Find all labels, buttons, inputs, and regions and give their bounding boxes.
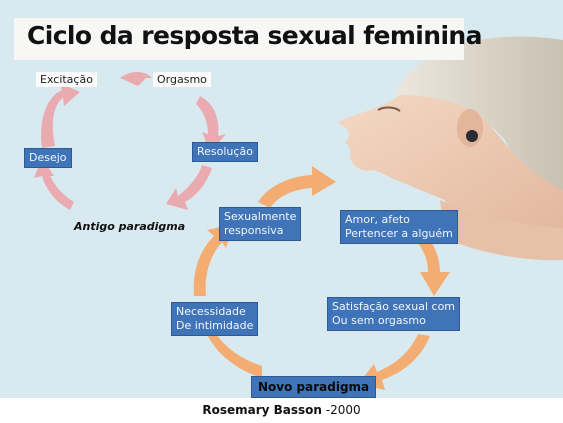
label-amor-line1: Amor, afeto [345, 213, 410, 226]
eye-line [377, 106, 401, 112]
label-satisfacao-line1: Satisfação sexual com [332, 300, 456, 313]
label-novo-paradigma: Novo paradigma [251, 376, 377, 398]
label-sexualmente-line2: responsiva [224, 224, 284, 237]
label-desejo: Desejo [24, 148, 72, 168]
arrow-intimidade-to-sexualmente [193, 224, 234, 296]
label-sexualmente-line1: Sexualmente [224, 210, 297, 223]
footer-strip [0, 398, 563, 423]
label-intimidade-line1: Necessidade [176, 305, 246, 318]
label-satisfacao: Satisfação sexual com Ou sem orgasmo [327, 297, 461, 331]
label-orgasmo: Orgasmo [153, 72, 211, 87]
neck-shape [440, 200, 563, 261]
hair-shape [395, 36, 563, 200]
arrow-resolucao-to-antigo [166, 165, 212, 210]
arrow-amor-to-satisfacao [394, 214, 450, 296]
label-intimidade-line2: De intimidade [176, 319, 254, 332]
earring-icon [466, 130, 478, 142]
arrow-desejo-to-excitacao [41, 82, 80, 148]
new-cycle-arrows [193, 166, 450, 390]
label-amor-afeto: Amor, afeto Pertencer a alguém [340, 210, 458, 244]
arrow-antigo-to-desejo [34, 158, 74, 210]
footer-year: -2000 [325, 403, 361, 417]
footer-citation: Rosemary Basson -2000 [0, 403, 563, 417]
footer-author: Rosemary Basson [202, 403, 322, 417]
arrow-orgasmo-to-resolucao [196, 96, 226, 152]
title-box [14, 18, 464, 60]
woman-face-illustration [338, 36, 563, 261]
label-excitacao: Excitação [36, 72, 97, 87]
label-intimidade: Necessidade De intimidade [171, 302, 259, 336]
label-sexualmente-responsiva: Sexualmente responsiva [219, 207, 302, 241]
label-satisfacao-line2: Ou sem orgasmo [332, 314, 426, 327]
arrow-excitacao-to-orgasmo [120, 72, 152, 86]
face-shape [338, 95, 563, 240]
label-resolucao: Resolução [192, 142, 258, 162]
label-antigo-paradigma: Antigo paradigma [74, 220, 186, 233]
label-amor-line2: Pertencer a alguém [345, 227, 453, 240]
page-title: Ciclo da resposta sexual feminina [27, 21, 482, 50]
arrow-sexualmente-to-amor [258, 166, 336, 208]
old-cycle-arrows [34, 72, 226, 210]
